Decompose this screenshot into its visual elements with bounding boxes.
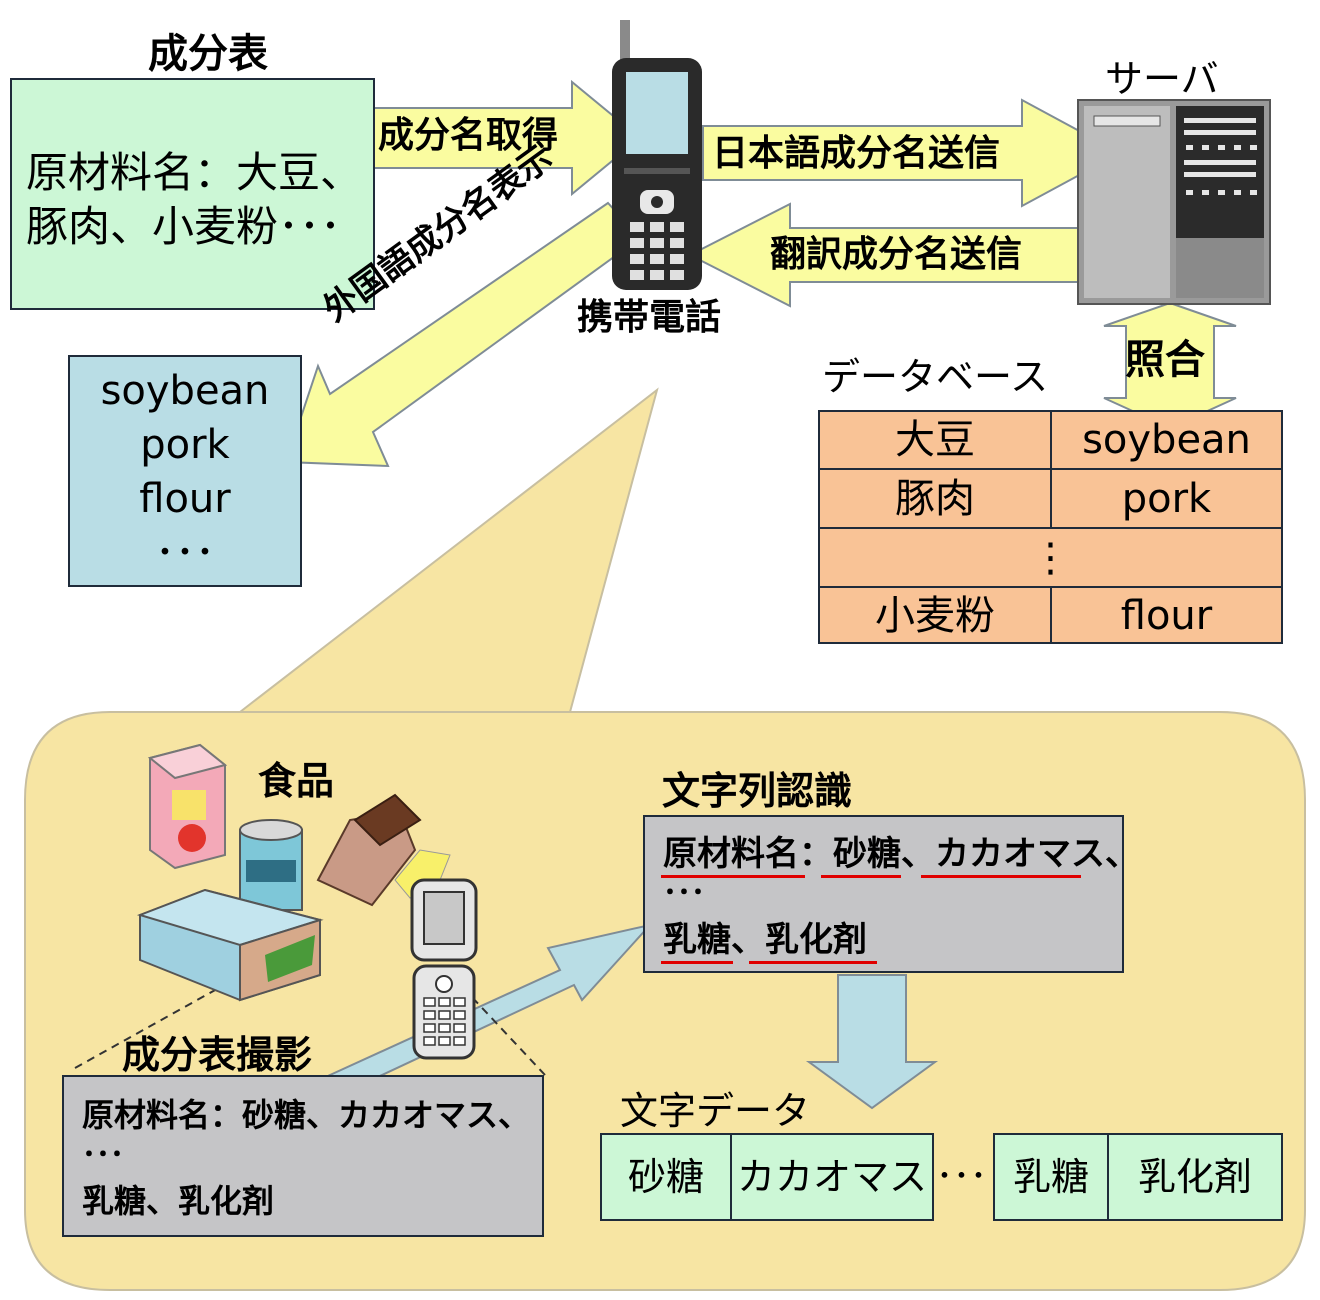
photo-text-line2: ･･･	[82, 1138, 125, 1171]
foreign-name-item: ･･･	[155, 530, 215, 576]
ingredient-table-line2: 豚肉、小麦粉･･･	[26, 202, 342, 251]
char-data-chip: 乳糖	[993, 1133, 1109, 1221]
foreign-name-item: soybean	[100, 368, 270, 414]
recognition-label: 文字列認識	[662, 769, 853, 813]
mobile-phone-icon	[612, 20, 702, 290]
recognition-to-data-arrow	[805, 974, 939, 1110]
underline-mark	[661, 875, 805, 878]
database-ellipsis: ⋮	[1030, 534, 1071, 581]
recognition-text-box: 原材料名：砂糖、カカオマス、 ･･･ 乳糖、乳化剤	[643, 815, 1139, 973]
match-label: 照合	[1125, 337, 1205, 383]
send-japanese-arrow	[702, 98, 1123, 208]
ingredient-table-box: 原材料名：大豆、 豚肉、小麦粉･･･	[10, 78, 375, 310]
send-japanese-label: 日本語成分名送信	[712, 133, 1001, 174]
char-data-chip: 乳化剤	[1107, 1133, 1283, 1221]
ingredient-table-line1: 原材料名：大豆、	[26, 148, 363, 197]
database-cell-ja: 豚肉	[895, 475, 975, 522]
foreign-name-list: soybean pork flour ･･･	[68, 355, 302, 587]
underline-mark	[661, 961, 733, 964]
foreign-name-item: flour	[139, 476, 231, 522]
recognition-text-line3: 乳糖、乳化剤	[663, 920, 867, 960]
recognition-text-line1: 原材料名：砂糖、カカオマス、	[663, 834, 1139, 874]
underline-mark	[749, 961, 877, 964]
char-data-label: 文字データ	[620, 1089, 811, 1133]
photo-text-line3: 乳糖、乳化剤	[82, 1182, 275, 1220]
food-label: 食品	[258, 759, 335, 803]
database-cell-en: flour	[1120, 593, 1213, 639]
database-cell-ja: 大豆	[895, 417, 975, 463]
foreign-name-item: pork	[140, 422, 230, 468]
photo-to-recognition-arrow	[328, 923, 653, 1092]
get-names-label: 成分名取得	[378, 115, 559, 156]
get-names-arrow	[351, 79, 642, 197]
send-translated-arrow	[687, 202, 1079, 308]
ingredient-table-title: 成分表	[148, 31, 268, 77]
server-label: サーバ	[1105, 57, 1219, 101]
server-rack-icon	[1077, 99, 1271, 305]
database-cell-en: pork	[1121, 475, 1212, 522]
send-translated-label: 翻訳成分名送信	[770, 234, 1023, 275]
flip-phone-icon	[410, 878, 478, 1060]
photo-label: 成分表撮影	[122, 1033, 313, 1077]
photo-text-box: 原材料名：砂糖、カカオマス、 ･･･ 乳糖、乳化剤	[62, 1075, 544, 1237]
photo-text-line1: 原材料名：砂糖、カカオマス、	[82, 1096, 531, 1134]
underline-mark	[921, 875, 1081, 878]
char-data-ellipsis: ･･･	[936, 1157, 987, 1197]
database-cell-ja: 小麦粉	[875, 593, 995, 639]
database-title: データベース	[822, 355, 1049, 399]
char-data-chip: 砂糖	[600, 1133, 732, 1221]
recognition-text-line2: ･･･	[663, 876, 706, 909]
underline-mark	[821, 875, 901, 878]
show-foreign-arrow	[284, 201, 642, 468]
database-cell-en: soybean	[1082, 417, 1251, 463]
database-table: 大豆 soybean 豚肉 pork ⋮ 小麦粉 flour	[818, 410, 1283, 644]
phone-label: 携帯電話	[577, 297, 722, 338]
food-packages-icon	[136, 743, 451, 1002]
char-data-chip: カカオマス	[730, 1133, 934, 1221]
